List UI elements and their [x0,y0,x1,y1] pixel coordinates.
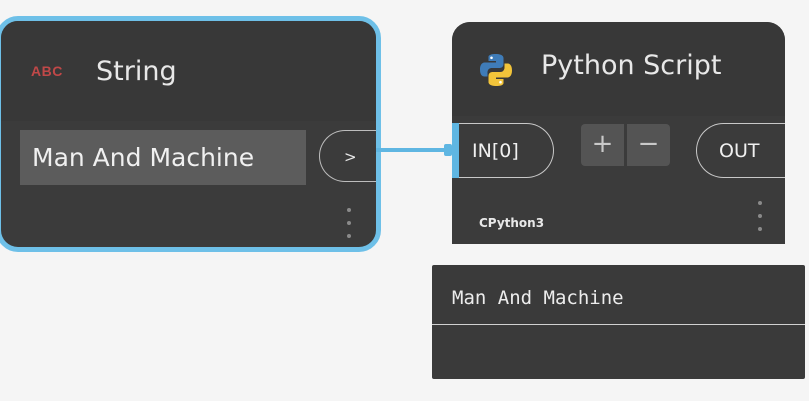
input-port-in0[interactable]: IN[0] [452,123,554,178]
remove-input-button[interactable]: − [627,124,670,166]
node-menu-icon[interactable] [757,201,763,231]
input-port-connected-marker [452,123,459,178]
output-port-out[interactable]: OUT [696,123,785,178]
menu-dot [347,208,351,212]
string-node[interactable]: ABC String > [0,16,381,252]
menu-dot [347,221,351,225]
add-input-button[interactable]: + [581,124,624,166]
string-output-port[interactable]: > [319,130,376,182]
connector-end [444,144,452,156]
node-preview-bubble[interactable]: Man And Machine [432,265,805,379]
connector-wire[interactable] [376,148,452,152]
python-logo-icon [480,54,512,86]
string-node-title: String [96,56,177,87]
menu-dot [347,234,351,238]
menu-dot [758,227,762,231]
string-value-input[interactable] [20,130,306,185]
python-engine-label[interactable]: CPython3 [479,216,545,230]
python-node-title: Python Script [541,50,722,81]
abc-icon: ABC [31,63,63,79]
menu-dot [758,201,762,205]
node-menu-icon[interactable] [346,208,352,238]
python-script-node[interactable]: Python Script IN[0] + − OUT CPython3 [452,22,785,244]
string-node-header[interactable] [1,21,376,121]
preview-value-text: Man And Machine [452,287,624,309]
preview-value-row: Man And Machine [432,265,805,325]
menu-dot [758,214,762,218]
